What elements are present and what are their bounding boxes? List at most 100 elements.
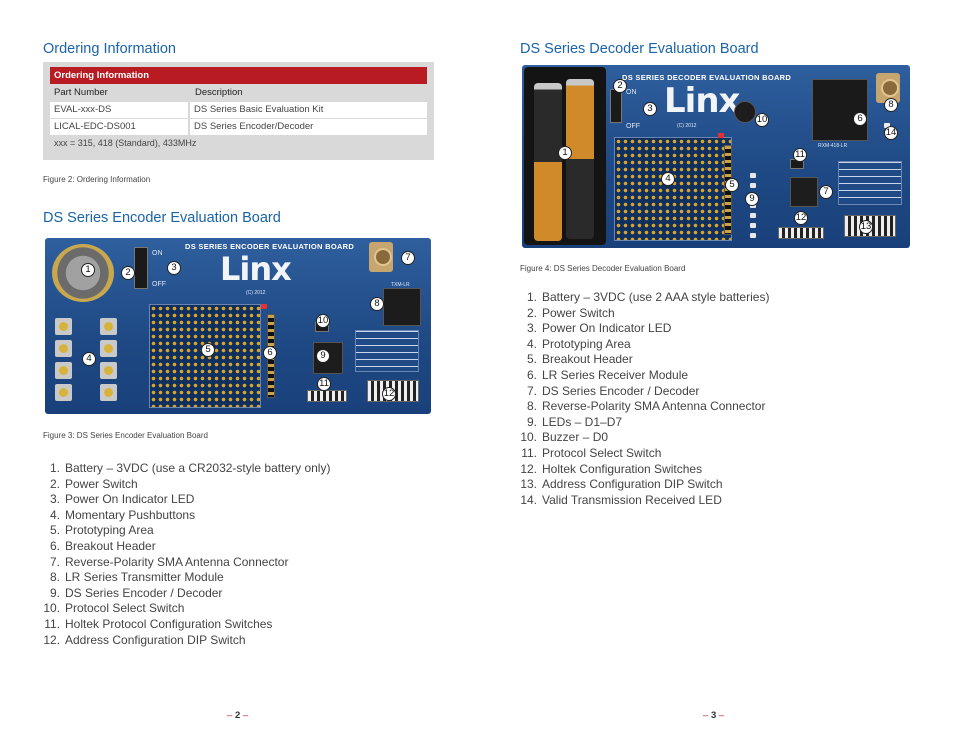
configuration-table [355,330,419,372]
list-item: 1.Battery – 3VDC (use a CR2032-style bat… [49,461,331,475]
power-led [718,133,724,138]
figure-4-caption: Figure 4: DS Series Decoder Evaluation B… [520,264,686,273]
prototyping-area [614,137,732,241]
callout-5: 5 [725,178,739,192]
switch-on-label: ON [626,89,637,96]
table-row-1-part: EVAL-xxx-DS [50,102,188,118]
list-item: 4.Momentary Pushbuttons [49,507,196,522]
list-item: 2.Power Switch [526,305,615,320]
list-item: 1.Battery – 3VDC (use 2 AAA style batter… [526,290,770,304]
list-item: 6.Breakout Header [49,538,156,553]
list-item: 3.Power On Indicator LED [49,492,195,507]
switch-off-label: OFF [626,123,640,130]
list-item: 7.Reverse-Polarity SMA Antenna Connector [49,554,289,569]
list-item: 12.Holtek Configuration Switches [520,461,703,476]
led-d6 [750,223,756,228]
copyright-silk: (C) 2012 [246,290,266,296]
ordering-table: Ordering Information Part Number Descrip… [43,62,434,160]
holtek-switches [778,227,824,239]
led-d5 [750,213,756,218]
callout-9: 9 [316,349,330,363]
pushbutton-s3 [100,340,117,357]
callout-5: 5 [201,343,215,357]
column-part-number: Part Number [54,87,108,98]
callout-4: 4 [661,172,675,186]
callout-3: 3 [643,102,657,116]
power-switch [134,247,148,289]
callout-2: 2 [121,266,135,280]
pushbutton-s1 [55,318,72,335]
pushbutton-s5 [100,362,117,379]
pushbutton-s4 [55,362,72,379]
callout-10: 10 [316,314,330,328]
list-item: 3.Power On Indicator LED [526,321,672,336]
encoder-board-image: DS SERIES ENCODER EVALUATION BOARD Linx … [45,238,431,414]
buzzer [734,101,756,123]
prototyping-area [149,304,261,408]
led-d1 [750,173,756,178]
decoder-board-image: DS SERIES DECODER EVALUATION BOARD Linx … [522,65,910,248]
list-item: 13.Address Configuration DIP Switch [520,477,723,492]
sma-connector [369,242,393,272]
valid-transmission-led [884,123,890,128]
configuration-table [838,161,902,205]
transmitter-module [383,288,421,326]
linx-logo: Linx [220,250,292,288]
pushbutton-s7 [100,384,117,401]
callout-7: 7 [401,251,415,265]
callout-2: 2 [613,79,627,93]
callout-8: 8 [884,98,898,112]
list-item: 8.Reverse-Polarity SMA Antenna Connector [526,399,766,414]
callout-6: 6 [853,112,867,126]
callout-1: 1 [558,146,572,160]
table-row-2-part: LICAL-EDC-DS001 [50,119,188,135]
callout-3: 3 [167,261,181,275]
list-item: 10.Buzzer – D0 [520,430,609,445]
table-header: Ordering Information [50,67,427,84]
list-item: 2.Power Switch [49,476,138,491]
led-d2 [750,183,756,188]
callout-7: 7 [819,185,833,199]
decoder-heading: DS Series Decoder Evaluation Board [520,41,759,57]
page-number-left: – 2 – [227,710,249,721]
callout-12: 12 [794,211,808,225]
figure-3-caption: Figure 3: DS Series Encoder Evaluation B… [43,431,208,440]
linx-logo: Linx [664,81,740,121]
table-row-1-desc: DS Series Basic Evaluation Kit [190,102,427,118]
aaa-battery-1 [534,83,562,241]
page-number-right: – 3 – [703,710,725,721]
callout-11: 11 [793,148,807,162]
switch-on-label: ON [152,250,163,257]
callout-12: 12 [382,387,396,401]
pushbutton-s0 [100,318,117,335]
decoder-board-silk-title: DS SERIES DECODER EVALUATION BOARD [622,73,792,82]
copyright-silk: (C) 2012 [677,123,697,129]
callout-10: 10 [755,113,769,127]
power-led [261,304,267,309]
column-description: Description [195,87,243,98]
module-label: RXM-418-LR [818,143,848,149]
encoder-heading: DS Series Encoder Evaluation Board [43,210,281,226]
frequency-note: xxx = 315, 418 (Standard), 433MHz [54,138,197,148]
list-item: 11.Holtek Protocol Configuration Switche… [44,616,273,631]
callout-4: 4 [82,352,96,366]
power-switch [610,89,622,123]
pushbutton-s6 [55,384,72,401]
list-item: 11.Protocol Select Switch [521,445,662,460]
module-label: TXM-LR [391,282,410,288]
list-item: 9.LEDs – D1–D7 [526,414,623,429]
holtek-switches [307,390,347,402]
callout-1: 1 [81,263,95,277]
callout-13: 13 [859,220,873,234]
callout-11: 11 [317,377,331,391]
led-d7 [750,233,756,238]
list-item: 8.LR Series Transmitter Module [49,570,224,585]
decoder-parts-list: 1.Battery – 3VDC (use 2 AAA style batter… [520,290,882,508]
list-item: 9.DS Series Encoder / Decoder [49,585,223,600]
callout-9: 9 [745,192,759,206]
table-row-2-desc: DS Series Encoder/Decoder [190,119,427,135]
list-item: 4.Prototyping Area [526,336,631,351]
callout-8: 8 [370,297,384,311]
figure-2-caption: Figure 2: Ordering Information [43,175,151,184]
list-item: 5.Prototyping Area [49,523,154,538]
